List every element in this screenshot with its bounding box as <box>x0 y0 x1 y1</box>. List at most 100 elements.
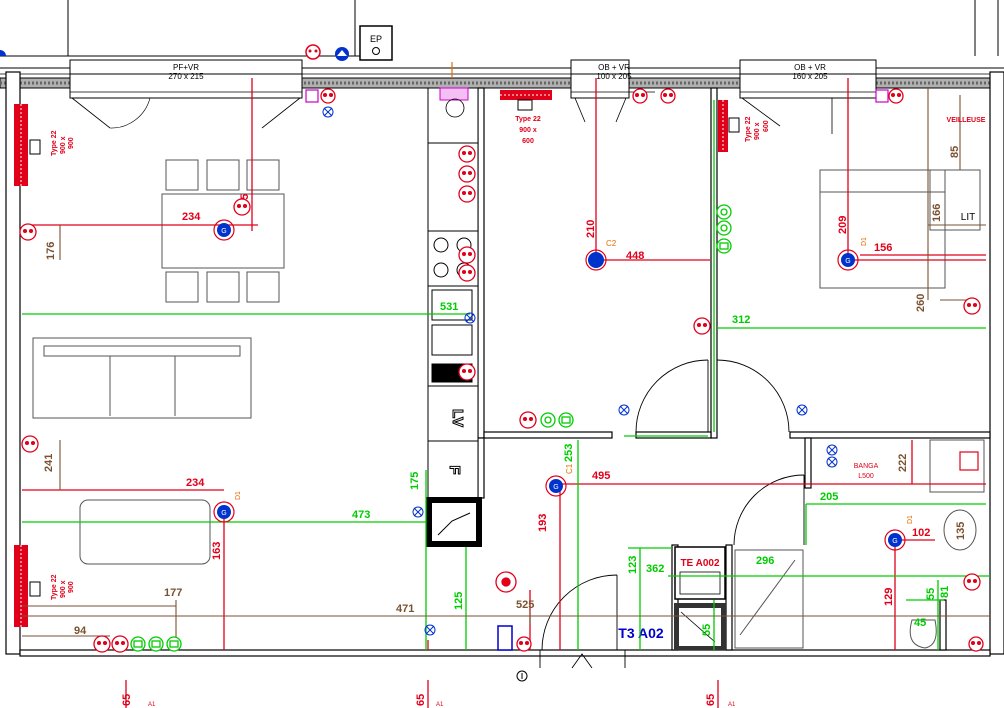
dim-green: 312 <box>732 314 750 326</box>
d1-label: D1 <box>907 515 914 524</box>
outlet-icon <box>21 435 39 453</box>
outlet-icon <box>458 145 476 163</box>
ceiling-light-icon: G <box>213 219 235 241</box>
dim-green: 123 <box>627 556 639 574</box>
svg-text:G: G <box>221 510 226 517</box>
electrical-routes <box>22 78 986 708</box>
c1-label: C1 <box>565 463 574 474</box>
dim-green: 55 <box>925 588 937 600</box>
lit-label: LIT <box>961 212 975 223</box>
pf-vr-size: 270 x 215 <box>168 72 204 81</box>
ob-vr-1-label: OB + VR <box>598 63 630 72</box>
dim-green: 175 <box>409 472 421 490</box>
data-socket-icon <box>558 412 574 428</box>
switch-icon <box>424 624 436 636</box>
dim-green: 81 <box>939 586 951 598</box>
banga-label: BANGA <box>854 463 879 470</box>
data-socket-icon <box>716 204 732 220</box>
annotation-labels: C2 C1 D1 D1 D1 VEILLEUSE LIT BANGA L500 … <box>148 117 986 708</box>
veilleuse-label: VEILLEUSE <box>947 117 986 124</box>
outlet-icon <box>111 635 129 653</box>
ep-box: EP <box>359 25 393 61</box>
switch-icons <box>322 106 838 636</box>
ceiling-light-icon: G <box>545 475 567 497</box>
dim-red: 495 <box>592 470 610 482</box>
dim-brown: 177 <box>164 587 182 599</box>
switch-icon <box>412 506 424 518</box>
data-socket-icon <box>716 220 732 236</box>
radiator-size: 900 x <box>754 122 761 140</box>
radiator-size-2: 600 <box>763 120 770 132</box>
data-socket-icon <box>540 412 556 428</box>
dim-red: 234 <box>186 477 205 489</box>
vmc-tags <box>305 89 979 651</box>
ceiling-light-icons: G G G G G <box>213 219 906 551</box>
ep-label: EP <box>370 34 382 44</box>
data-socket-icon <box>130 636 146 652</box>
shower-tray <box>674 603 726 650</box>
svg-text:G: G <box>845 258 850 265</box>
c2-label: C2 <box>606 239 617 248</box>
dimension-labels: 234 175 448 210 209 156 234 163 495 193 … <box>43 146 967 706</box>
dim-green: 253 <box>563 444 575 462</box>
dim-green: 531 <box>440 301 458 313</box>
dim-brown: 260 <box>915 294 927 312</box>
ceiling-light-icon: G <box>213 501 235 523</box>
dim-red: 209 <box>837 216 849 234</box>
dim-green: 473 <box>352 509 370 521</box>
outlet-icon <box>519 411 537 429</box>
radiator-size: 900 x <box>60 580 67 598</box>
outlet-icon <box>458 165 476 183</box>
outlet-icon <box>458 363 476 381</box>
plumbing-routes <box>22 100 990 650</box>
switch-icon <box>796 404 808 416</box>
radiator-left-bottom: Type 22 900 x 900 <box>14 545 75 627</box>
dim-brown: 525 <box>516 599 534 611</box>
svg-text:G: G <box>221 228 226 235</box>
dim-green: 45 <box>914 617 926 629</box>
dim-green: 362 <box>646 563 664 575</box>
dim-red: 156 <box>874 242 892 254</box>
radiator-size-2: 600 <box>522 138 534 145</box>
dim-red: 193 <box>537 514 549 532</box>
sink-icon <box>439 87 469 118</box>
d1-label: D1 <box>235 491 242 500</box>
exterior-outlet-icon <box>305 44 321 60</box>
dim-red: 448 <box>626 250 644 262</box>
door-swings <box>539 359 805 669</box>
switch-icon <box>464 312 476 324</box>
ob-vr-2-size: 160 x 205 <box>792 72 828 81</box>
outlet-icon <box>632 88 648 104</box>
outlet-icon <box>660 88 676 104</box>
dim-green: 55 <box>701 624 713 636</box>
radiator-bedroom-1: Type 22 900 x 600 <box>500 90 552 145</box>
switch-icon <box>826 456 838 468</box>
radiator-size: 900 x <box>519 127 537 134</box>
dim-red: 234 <box>182 211 201 223</box>
radiator-left-top: Type 22 900 x 900 <box>14 104 75 186</box>
dim-brown: 471 <box>396 603 414 615</box>
switch-icon <box>826 444 838 456</box>
a1-label: A1 <box>148 702 156 708</box>
te-a002-box: TE A002 <box>674 546 726 600</box>
outlet-icon <box>888 88 904 104</box>
dim-brown: 166 <box>931 204 943 222</box>
outlet-icon <box>233 198 251 216</box>
radiator-type: Type 22 <box>51 130 58 156</box>
switch-icon <box>322 106 334 118</box>
dim-red: 65 <box>705 694 717 706</box>
dim-green: 205 <box>820 491 838 503</box>
pf-vr-label: PF+VR <box>173 63 199 72</box>
dim-red: 210 <box>585 220 597 238</box>
outlet-icon <box>458 246 476 264</box>
outlet-icon <box>19 223 37 241</box>
dim-green: 296 <box>756 555 774 567</box>
outlet-icon <box>968 636 984 652</box>
radiator-type: Type 22 <box>51 574 58 600</box>
te-a002-label: TE A002 <box>680 558 720 569</box>
dim-red: 65 <box>121 694 133 706</box>
dim-red: 65 <box>415 694 427 706</box>
switch-icon <box>618 404 630 416</box>
svg-text:G: G <box>892 538 897 545</box>
